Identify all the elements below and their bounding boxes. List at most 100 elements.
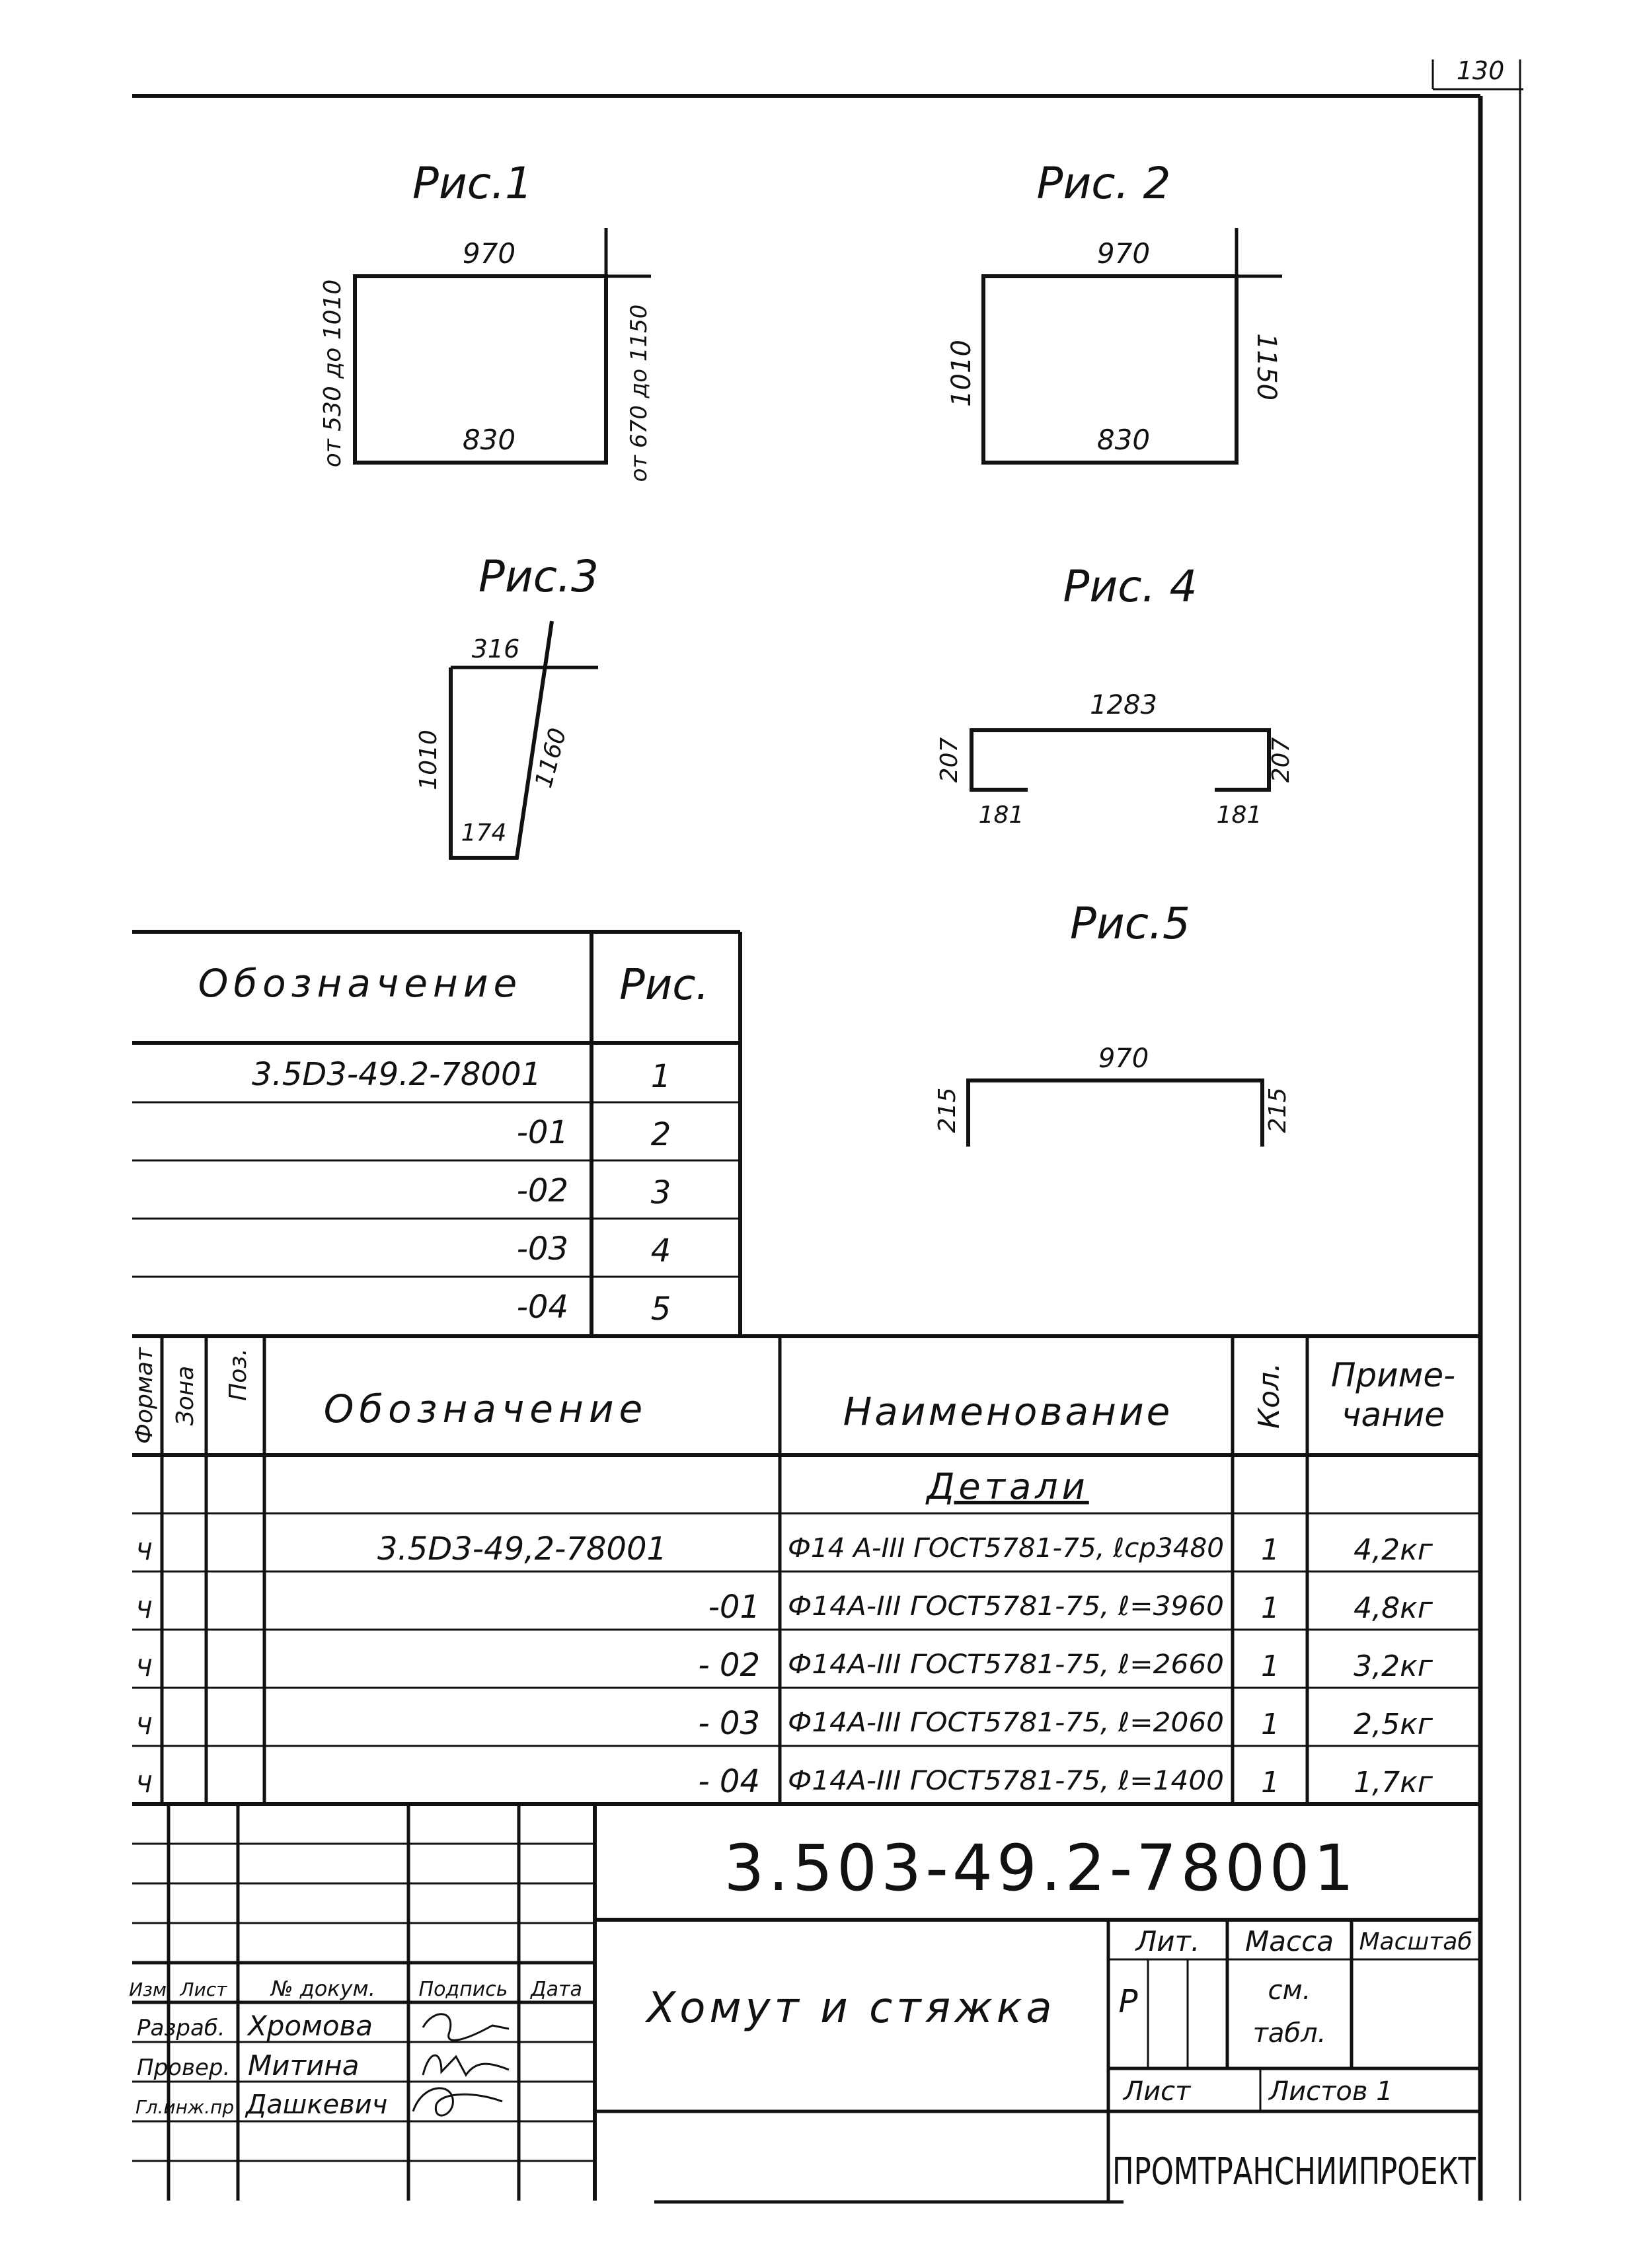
spec-header-format: Формат xyxy=(131,1347,158,1444)
sheet-label: Лист xyxy=(1122,2076,1192,2107)
spec-header-note-2: чание xyxy=(1342,1396,1445,1434)
figure-3-left-dim: 1010 xyxy=(415,730,442,790)
organization-name: ПРОМТРАНСНИИПРОЕКТ xyxy=(1112,2150,1476,2193)
doc-code: 3.503-49.2-78001 xyxy=(724,1831,1357,1905)
figure-4-foot-left-dim: 181 xyxy=(979,802,1024,829)
role-developer: Разраб. xyxy=(137,2015,225,2041)
signature-checker xyxy=(422,2054,510,2077)
spec-row-format: Ч xyxy=(136,1713,153,1740)
role-chief-engineer: Гл.инж.пр xyxy=(135,2096,234,2118)
figure-3-bottom-dim: 174 xyxy=(461,819,507,847)
figure-5: Рис.5 970 215 215 xyxy=(934,898,1291,1147)
spec-row-note: 4,8кг xyxy=(1354,1591,1433,1625)
figure-1-title: Рис.1 xyxy=(412,158,533,209)
spec-row-note: 2,5кг xyxy=(1354,1708,1433,1741)
sheet-frame xyxy=(132,59,1521,2201)
figure-2-title: Рис. 2 xyxy=(1037,158,1171,209)
figure-2-left-dim: 1010 xyxy=(946,340,977,407)
figure-4-right-dim: 207 xyxy=(1268,737,1295,783)
spec-section-title: Детали xyxy=(925,1466,1089,1507)
spec-row-qty: 1 xyxy=(1261,1708,1279,1741)
figure-5-left-dim: 215 xyxy=(934,1088,961,1133)
spec-row-qty: 1 xyxy=(1261,1766,1279,1799)
variants-row-designation: -02 xyxy=(517,1172,568,1209)
figure-1-right-dim: от 670 до 1150 xyxy=(626,305,652,482)
figure-4: Рис. 4 1283 207 207 181 181 xyxy=(936,561,1295,829)
variants-row-fig: 5 xyxy=(651,1291,671,1328)
spec-row-qty: 1 xyxy=(1261,1649,1279,1683)
title-block: 3.503-49.2-78001 Хомут и стяжка Лит. Мас… xyxy=(129,1804,1480,2201)
spec-row-format: Ч xyxy=(136,1655,153,1682)
col-header-signature: Подпись xyxy=(419,1978,508,2001)
spec-row-name: Ф14А-III ГОСТ5781-75, ℓ=1400 xyxy=(788,1766,1224,1796)
spec-header-qty: Кол. xyxy=(1252,1363,1286,1429)
figure-4-title: Рис. 4 xyxy=(1063,561,1198,612)
figure-3-title: Рис.3 xyxy=(478,551,599,602)
spec-row-name: Ф14 А-III ГОСТ5781-75, ℓср3480 xyxy=(788,1533,1224,1564)
variants-table: Обозначение Рис. 3.5D3-49.2-78001 1 -01 … xyxy=(132,930,742,1335)
name-developer: Хромова xyxy=(247,2010,373,2042)
spec-row-designation: - 04 xyxy=(698,1763,760,1800)
spec-header-name: Наименование xyxy=(843,1389,1173,1434)
spec-row-designation: 3.5D3-49,2-78001 xyxy=(377,1531,667,1568)
spec-row-name: Ф14А-III ГОСТ5781-75, ℓ=2060 xyxy=(788,1708,1224,1738)
figure-5-title: Рис.5 xyxy=(1070,898,1190,949)
mass-value-1: см. xyxy=(1268,1975,1311,2006)
figure-2-top-dim: 970 xyxy=(1097,237,1150,270)
col-header-doc-no: № докум. xyxy=(270,1976,375,2001)
figure-1: Рис.1 970 830 от 530 до 1010 от 670 до 1… xyxy=(319,158,652,482)
col-header-date: Дата xyxy=(529,1978,582,2001)
figure-1-left-dim: от 530 до 1010 xyxy=(319,280,346,468)
role-checker: Провер. xyxy=(137,2055,230,2081)
signature-chief-engineer xyxy=(412,2087,503,2117)
figure-2: Рис. 2 970 830 1010 1150 xyxy=(946,158,1282,465)
variants-row-fig: 3 xyxy=(651,1174,671,1211)
spec-row-designation: -01 xyxy=(708,1589,760,1626)
sheets-label: Листов 1 xyxy=(1268,2076,1393,2107)
mass-value-2: табл. xyxy=(1253,2018,1326,2049)
spec-table: Формат Зона Поз. Обозначение Наименовани… xyxy=(131,1334,1480,1806)
spec-row-format: Ч xyxy=(136,1771,153,1798)
spec-row-format: Ч xyxy=(136,1597,153,1624)
spec-row-name: Ф14А-III ГОСТ5781-75, ℓ=2660 xyxy=(788,1649,1224,1680)
spec-header-note-1: Приме- xyxy=(1331,1356,1455,1394)
name-checker: Митина xyxy=(248,2049,360,2082)
spec-row-designation: - 03 xyxy=(698,1705,760,1742)
spec-row-designation: - 02 xyxy=(698,1647,760,1684)
figure-4-foot-right-dim: 181 xyxy=(1217,802,1262,829)
spec-row-name: Ф14А-III ГОСТ5781-75, ℓ=3960 xyxy=(788,1591,1224,1622)
sheet-number-box: 130 xyxy=(1431,56,1523,91)
figure-5-top-dim: 970 xyxy=(1098,1043,1149,1074)
spec-header-zone: Зона xyxy=(172,1366,199,1426)
variants-row-fig: 1 xyxy=(651,1058,671,1095)
sheet-number: 130 xyxy=(1457,56,1505,85)
lit-label: Лит. xyxy=(1135,1925,1200,1957)
name-chief-engineer: Дашкевич xyxy=(245,2090,387,2120)
spec-row-note: 4,2кг xyxy=(1354,1533,1433,1567)
figure-1-top-dim: 970 xyxy=(463,237,515,270)
figure-4-left-dim: 207 xyxy=(936,737,963,783)
variants-row-designation: -04 xyxy=(517,1289,568,1326)
doc-title: Хомут и стяжка xyxy=(644,1984,1055,2033)
figure-5-right-dim: 215 xyxy=(1264,1088,1291,1133)
mass-label: Масса xyxy=(1245,1925,1334,1957)
lit-value: Р xyxy=(1119,1983,1138,2020)
signature-developer xyxy=(422,2013,510,2041)
variants-row-fig: 2 xyxy=(651,1116,671,1153)
spec-row-qty: 1 xyxy=(1261,1591,1279,1625)
variants-row-designation: -03 xyxy=(517,1230,568,1267)
spec-row-format: Ч xyxy=(136,1538,153,1566)
variants-header-fig: Рис. xyxy=(619,961,709,1010)
variants-row-fig: 4 xyxy=(651,1232,671,1269)
figure-3-top-dim: 316 xyxy=(472,634,520,663)
spec-row-qty: 1 xyxy=(1261,1533,1279,1567)
variants-header-designation: Обозначение xyxy=(198,961,522,1006)
spec-header-pos: Поз. xyxy=(225,1348,252,1401)
figure-3: Рис.3 316 1010 1160 174 xyxy=(415,551,599,860)
spec-row-note: 1,7кг xyxy=(1354,1766,1433,1799)
spec-row-note: 3,2кг xyxy=(1354,1649,1433,1683)
variants-row-designation: -01 xyxy=(517,1114,568,1151)
col-header-sheet: Лист xyxy=(180,1979,228,2000)
